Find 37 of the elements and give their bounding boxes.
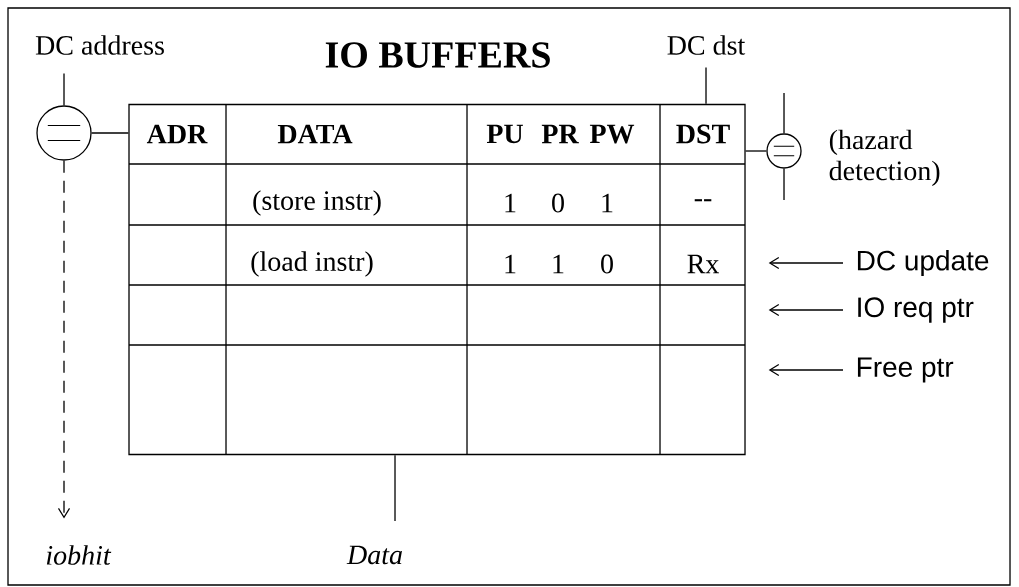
signal-label: DC address xyxy=(35,35,164,55)
cell-text: (load instr) xyxy=(251,251,373,277)
connector-line xyxy=(394,454,396,522)
title: IO BUFFERS xyxy=(325,42,550,68)
cell-text: 1 xyxy=(505,254,516,274)
arrow xyxy=(57,160,71,519)
signal-label: Data xyxy=(346,545,402,565)
pointer-label: IO req ptr xyxy=(858,297,974,323)
connector-line xyxy=(705,66,707,105)
column-header: DATA xyxy=(277,124,353,144)
arrow xyxy=(768,363,844,377)
column-header: PR xyxy=(541,124,579,144)
cell-text: (store instr) xyxy=(253,190,381,216)
column-header: DST xyxy=(676,124,730,144)
cell-text: 0 xyxy=(552,193,564,213)
cell-text: 1 xyxy=(602,193,613,213)
column-header: ADR xyxy=(146,124,208,144)
cell-text: 1 xyxy=(553,254,564,274)
cell-text: Rx xyxy=(687,254,719,274)
cell-text: 0 xyxy=(601,254,613,274)
comparator-symbol xyxy=(766,92,802,201)
cell-text: -- xyxy=(694,199,712,202)
column-header: PW xyxy=(589,124,635,144)
pointer-label: Free ptr xyxy=(857,357,954,383)
signal-label: iobhit xyxy=(46,545,112,565)
arrow xyxy=(768,303,844,317)
column-header: PU xyxy=(486,124,523,144)
connector-line xyxy=(745,150,767,152)
arrow xyxy=(768,256,844,270)
annotation: (hazard detection) xyxy=(829,129,940,187)
signal-label: DC dst xyxy=(667,35,746,55)
buffer-table xyxy=(128,103,746,456)
connector-line xyxy=(91,132,129,134)
comparator-symbol xyxy=(36,105,92,161)
cell-text: 1 xyxy=(505,193,516,213)
pointer-label: DC update xyxy=(857,249,989,277)
connector-line xyxy=(63,72,65,106)
